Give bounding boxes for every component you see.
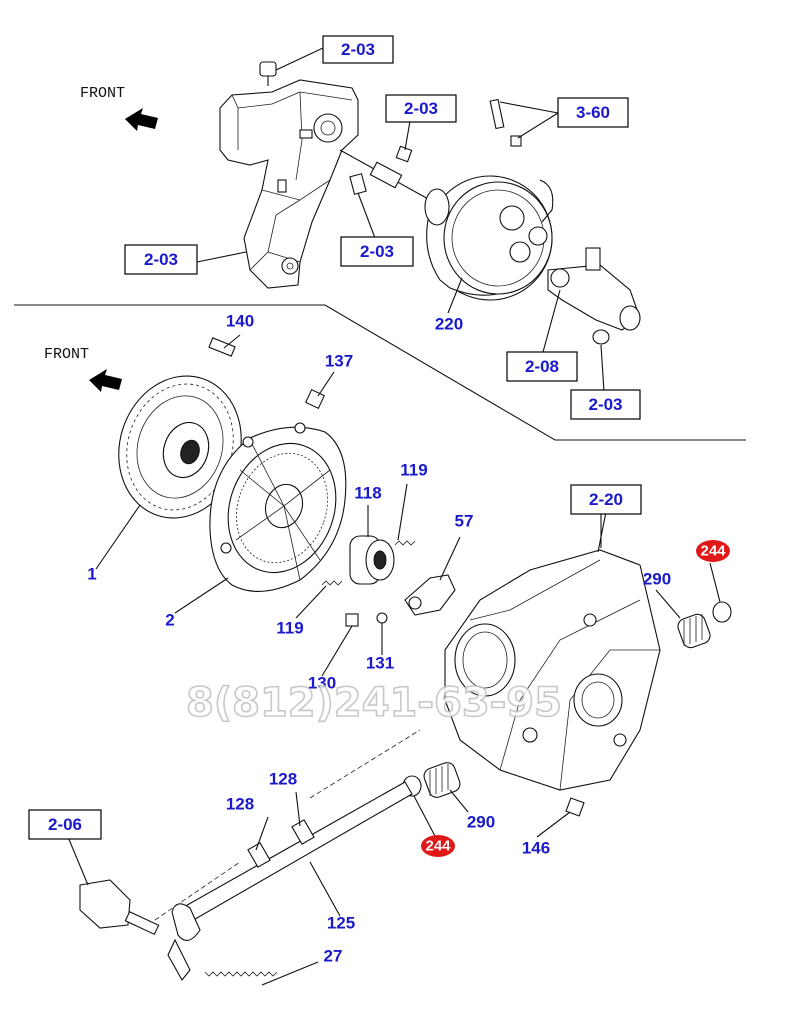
clutch-housing-drawing <box>402 549 732 817</box>
svg-text:2-03: 2-03 <box>341 40 375 59</box>
svg-text:2-20: 2-20 <box>589 490 623 509</box>
ref-box-2-03-a[interactable]: 2-03 <box>322 35 394 64</box>
part-number-118[interactable]: 118 <box>354 484 381 503</box>
part-number-128-right[interactable]: 128 <box>269 770 297 789</box>
ref-box-2-03-c[interactable]: 2-03 <box>124 244 198 275</box>
ref-box-2-20[interactable]: 2-20 <box>570 484 642 515</box>
release-bearing-drawing <box>321 535 456 627</box>
part-number-119-bottom[interactable]: 119 <box>276 619 303 638</box>
svg-text:2-03: 2-03 <box>404 99 438 118</box>
front-indicator-top: FRONT <box>80 85 158 131</box>
part-number-137[interactable]: 137 <box>325 352 353 371</box>
booster-drawing <box>424 175 641 345</box>
part-number-130[interactable]: 130 <box>308 674 336 693</box>
front-arrow-icon <box>125 108 158 131</box>
svg-text:2-03: 2-03 <box>588 395 622 414</box>
ref-box-3-60[interactable]: 3-60 <box>557 97 629 128</box>
part-number-27[interactable]: 27 <box>324 947 343 966</box>
part-number-128-left[interactable]: 128 <box>226 795 254 814</box>
part-number-290-left[interactable]: 290 <box>467 813 495 832</box>
ref-box-2-08[interactable]: 2-08 <box>506 351 578 382</box>
ref-box-2-03-b[interactable]: 2-03 <box>385 94 457 123</box>
clutch-disc-drawing <box>118 375 242 519</box>
part-number-290-right[interactable]: 290 <box>643 570 671 589</box>
svg-text:2-08: 2-08 <box>525 357 559 376</box>
part-number-131[interactable]: 131 <box>366 654 394 673</box>
svg-text:2-06: 2-06 <box>48 815 82 834</box>
front-label: FRONT <box>44 346 89 363</box>
part-number-125[interactable]: 125 <box>327 914 355 933</box>
front-indicator-bottom: FRONT <box>44 346 122 392</box>
badge-244-left[interactable]: 244 <box>421 835 455 857</box>
part-number-57[interactable]: 57 <box>455 512 474 531</box>
front-arrow-icon <box>89 369 122 392</box>
part-number-119-top[interactable]: 119 <box>400 461 427 480</box>
front-label: FRONT <box>80 85 125 102</box>
part-number-140[interactable]: 140 <box>226 312 254 331</box>
ref-box-2-03-d[interactable]: 2-03 <box>340 236 414 267</box>
svg-text:2-03: 2-03 <box>360 242 394 261</box>
svg-text:2-03: 2-03 <box>144 250 178 269</box>
svg-text:244: 244 <box>425 838 451 855</box>
part-number-2[interactable]: 2 <box>165 611 174 630</box>
part-number-146[interactable]: 146 <box>522 839 550 858</box>
svg-text:3-60: 3-60 <box>576 103 610 122</box>
pressure-plate-drawing <box>208 337 347 592</box>
svg-text:244: 244 <box>700 543 726 560</box>
watermark-phone: 8(812)241-63-95 <box>186 680 562 726</box>
part-number-220[interactable]: 220 <box>435 315 463 334</box>
release-shaft-drawing <box>79 729 421 981</box>
pedal-bracket-drawing <box>219 61 522 289</box>
leader-lines <box>67 47 721 986</box>
ref-box-2-03-e[interactable]: 2-03 <box>570 389 641 420</box>
part-number-1[interactable]: 1 <box>87 565 96 584</box>
badge-244-right[interactable]: 244 <box>696 540 730 562</box>
ref-box-2-06[interactable]: 2-06 <box>28 809 102 840</box>
section-divider <box>14 304 746 441</box>
